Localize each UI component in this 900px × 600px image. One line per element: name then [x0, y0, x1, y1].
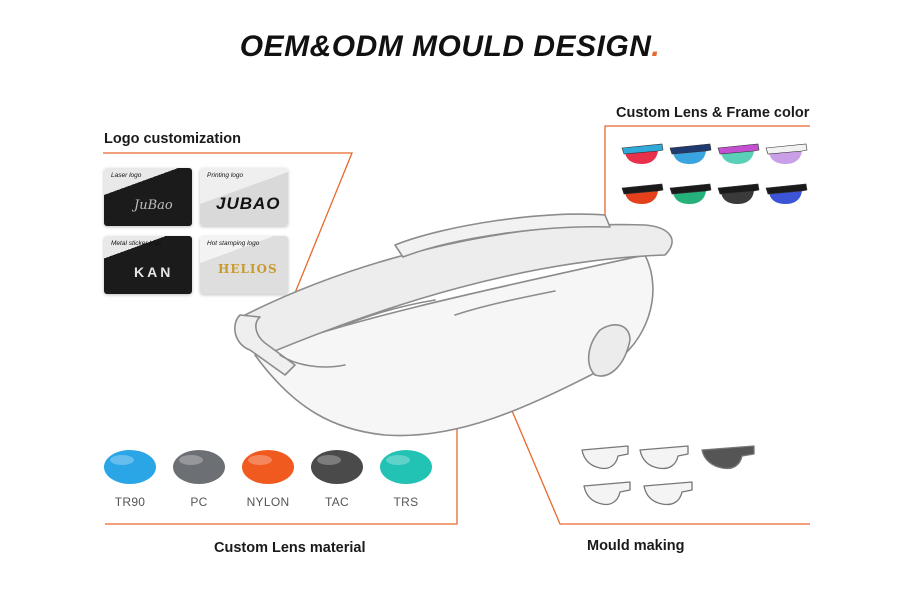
printing-logo-sample: JUBAO [216, 194, 281, 213]
material-label-tac: TAC [324, 495, 349, 509]
hot-stamping-logo-card: Hot stamping logo HELIOS [200, 236, 288, 294]
frame-vent-2 [454, 290, 556, 316]
page-title: OEM&ODM MOULD DESIGN. [0, 30, 900, 64]
lens-material-swatch-pc [173, 450, 225, 484]
color-swatch-1 [621, 143, 664, 164]
mould-sketch-1 [581, 445, 629, 470]
laser-logo-caption: Laser logo [111, 172, 142, 179]
color-swatch-2 [669, 143, 712, 164]
title-accent-dot: . [651, 30, 661, 63]
mould-making-label: Mould making [587, 538, 685, 554]
material-label-nylon: NYLON [246, 495, 290, 509]
material-label-trs: TRS [393, 495, 419, 509]
material-label-pc: PC [190, 495, 208, 509]
frame-vent [344, 299, 436, 326]
color-swatch-5 [621, 183, 664, 204]
metal-sticker-logo-sample: KAN [134, 264, 174, 280]
printing-logo-card: Printing logo JUBAO [200, 168, 288, 226]
printing-logo-caption: Printing logo [207, 172, 244, 179]
mould-sketch-4 [583, 481, 631, 506]
mould-sketches [581, 445, 755, 506]
metal-sticker-logo-caption: Metal sticker logo [111, 240, 162, 247]
lens-material-highlight [386, 455, 410, 465]
material-label-tr90: TR90 [114, 495, 146, 509]
hot-stamping-logo-sample: HELIOS [218, 262, 278, 276]
mould-sketch-3 [701, 445, 755, 470]
mould-sketch-2 [639, 445, 689, 470]
lens-material-swatch-tr90 [104, 450, 156, 484]
laser-logo-card: Laser logo JuBao [104, 168, 192, 226]
laser-logo-sample: JuBao [134, 198, 173, 213]
mould-sketch-5 [643, 481, 693, 506]
lens-material-highlight [110, 455, 134, 465]
lens-frame-color-label: Custom Lens & Frame color [616, 105, 810, 121]
hot-stamping-logo-caption: Hot stamping logo [207, 240, 260, 247]
color-swatch-6 [669, 183, 712, 204]
lens-material-highlight [179, 455, 203, 465]
lens-material-swatch-nylon [242, 450, 294, 484]
color-swatch-7 [717, 183, 760, 204]
color-connector-line [604, 125, 810, 224]
lens-material-swatch-tac [311, 450, 363, 484]
logo-customization-label: Logo customization [104, 131, 241, 147]
color-swatch-8 [765, 183, 808, 204]
lens-material-swatch-trs [380, 450, 432, 484]
logo-connector-line [103, 152, 353, 343]
metal-sticker-logo-card: Metal sticker logo KAN [104, 236, 192, 294]
far-temple-arm [394, 213, 611, 258]
sunglasses-sketch [234, 213, 673, 437]
near-temple-arm [234, 314, 296, 376]
color-swatch-3 [717, 143, 760, 164]
lens-material-swatches [104, 450, 432, 484]
nose-pad [587, 324, 631, 377]
lens-material-highlight [317, 455, 341, 465]
color-swatch-grid [621, 143, 808, 204]
page-title-text: OEM&ODM MOULD DESIGN [239, 30, 652, 63]
color-swatch-4 [765, 143, 808, 164]
lens-material-label: Custom Lens material [214, 540, 366, 556]
material-connector-line [105, 407, 458, 525]
lens-material-highlight [248, 455, 272, 465]
hinge-detail [279, 354, 346, 368]
